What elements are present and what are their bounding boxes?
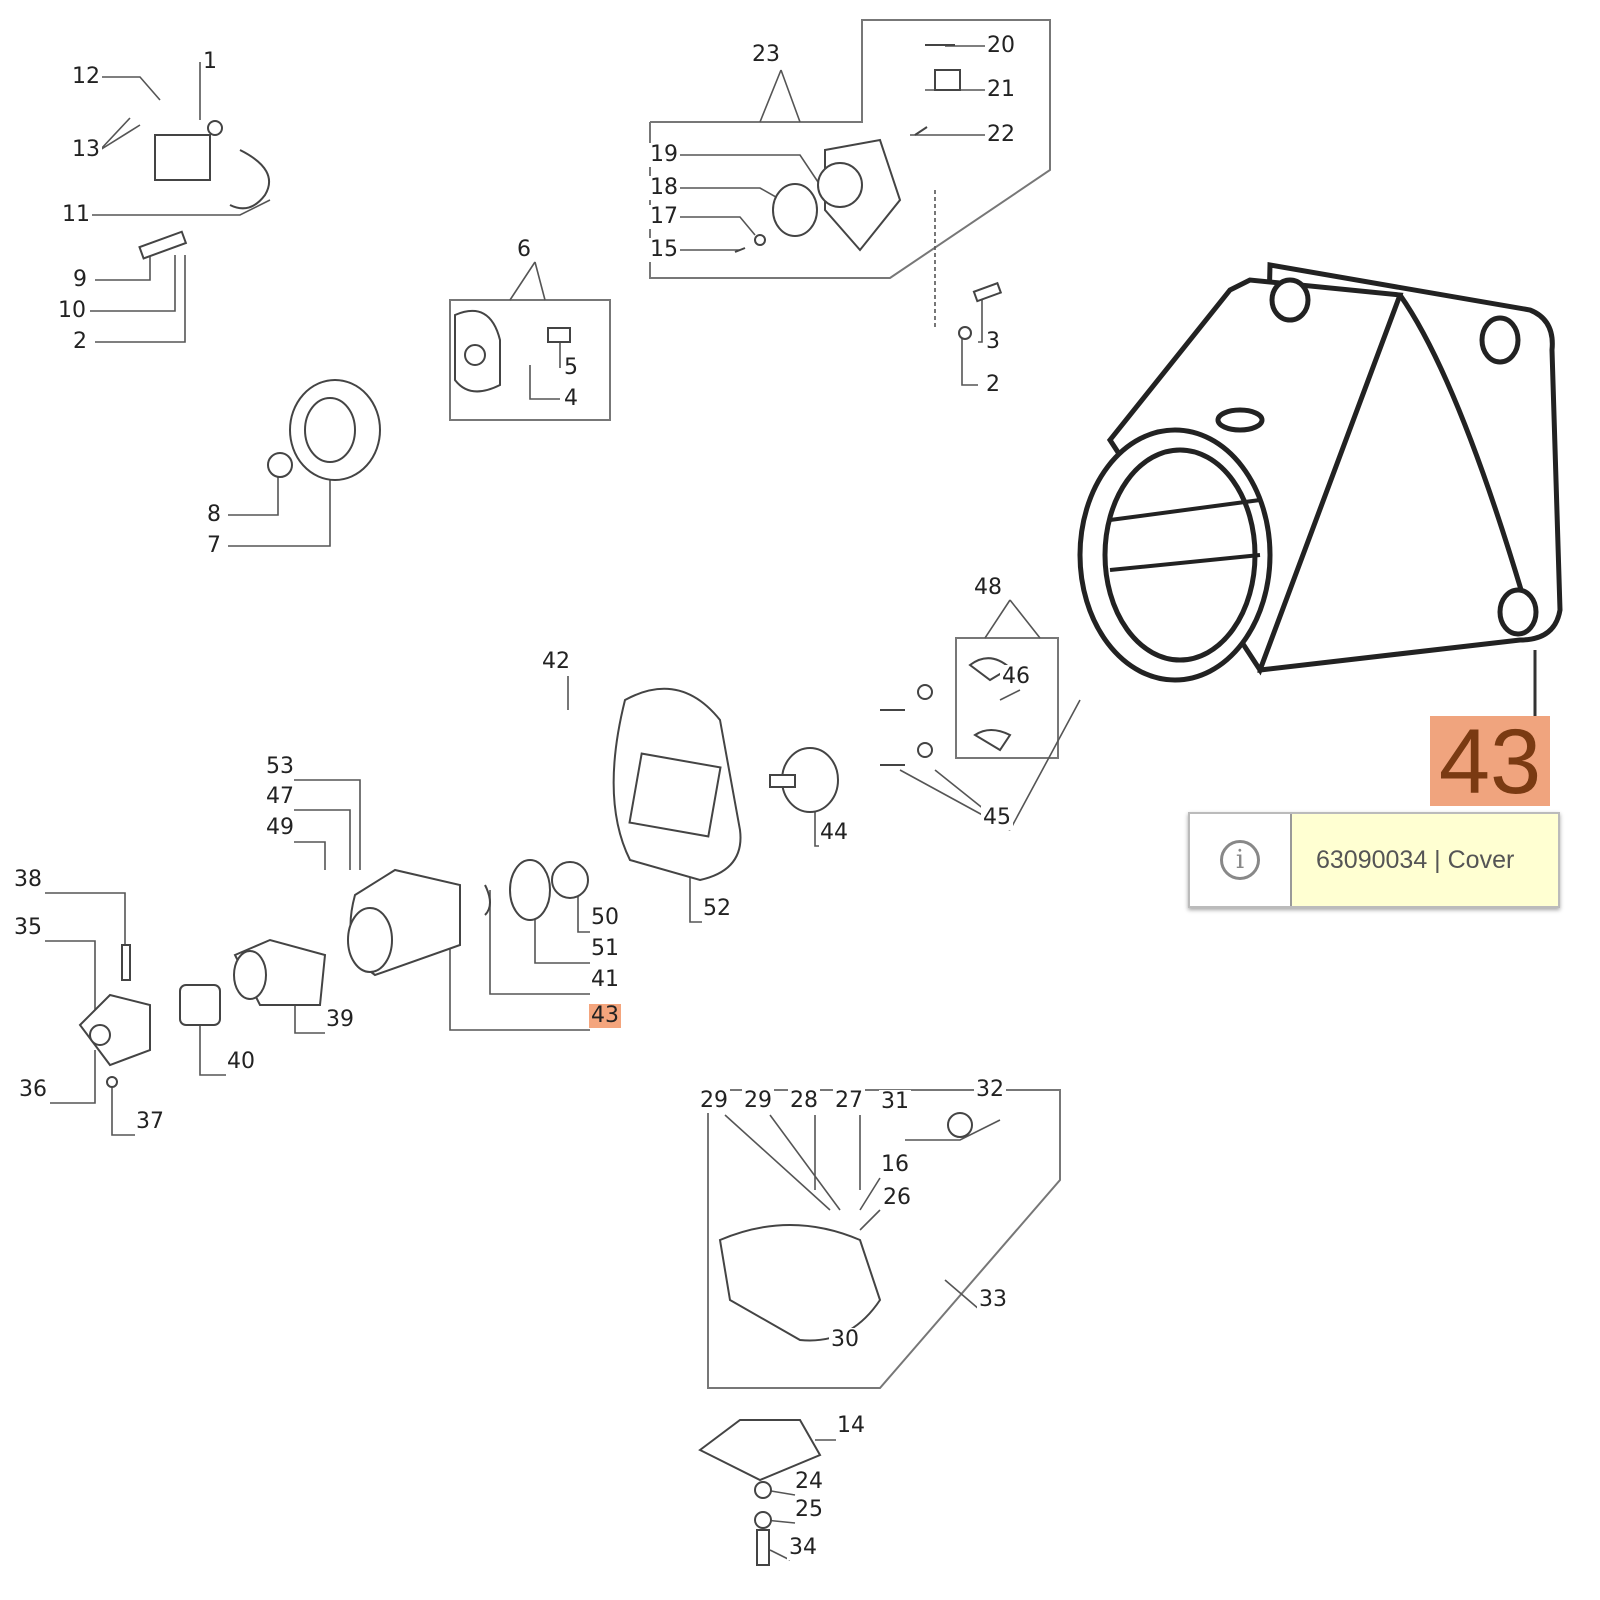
callout-label-39[interactable]: 39: [324, 1007, 356, 1032]
callout-label-27[interactable]: 27: [833, 1088, 865, 1113]
callout-label-52[interactable]: 52: [701, 896, 733, 921]
callout-label-4[interactable]: 4: [562, 386, 580, 411]
group-box-6: [449, 299, 611, 421]
info-cell: i: [1190, 814, 1292, 906]
callout-label-21[interactable]: 21: [985, 77, 1017, 102]
callout-label-8[interactable]: 8: [205, 502, 223, 527]
group-box-48: [955, 637, 1059, 759]
callout-label-32[interactable]: 32: [974, 1077, 1006, 1102]
callout-label-47[interactable]: 47: [264, 784, 296, 809]
group-box-23: [649, 19, 1051, 279]
callout-label-50[interactable]: 50: [589, 905, 621, 930]
callout-label-7[interactable]: 7: [205, 533, 223, 558]
callout-label-13[interactable]: 13: [70, 137, 102, 162]
callout-label-45[interactable]: 45: [981, 805, 1013, 830]
callout-label-53[interactable]: 53: [264, 754, 296, 779]
callout-label-23[interactable]: 23: [750, 42, 782, 67]
callout-label-35[interactable]: 35: [12, 915, 44, 940]
part-info-text: 63090034 | Cover: [1292, 814, 1558, 906]
callout-label-20[interactable]: 20: [985, 33, 1017, 58]
callout-label-26[interactable]: 26: [881, 1185, 913, 1210]
callout-label-37[interactable]: 37: [134, 1109, 166, 1134]
callout-label-34[interactable]: 34: [787, 1535, 819, 1560]
callout-label-40[interactable]: 40: [225, 1049, 257, 1074]
info-icon[interactable]: i: [1220, 840, 1260, 880]
callout-label-49[interactable]: 49: [264, 815, 296, 840]
callout-label-31[interactable]: 31: [879, 1089, 911, 1114]
part-info-popup: i 63090034 | Cover: [1188, 812, 1560, 908]
callout-label-29[interactable]: 29: [742, 1088, 774, 1113]
callout-label-17[interactable]: 17: [648, 204, 680, 229]
callout-label-38[interactable]: 38: [12, 867, 44, 892]
callout-label-11[interactable]: 11: [60, 202, 92, 227]
callout-label-28[interactable]: 28: [788, 1088, 820, 1113]
callout-label-33[interactable]: 33: [977, 1287, 1009, 1312]
callout-label-43[interactable]: 43: [589, 1003, 621, 1028]
callout-label-36[interactable]: 36: [17, 1077, 49, 1102]
part-ignition-coil: [154, 134, 211, 181]
callout-label-2[interactable]: 2: [71, 329, 89, 354]
callout-label-3[interactable]: 3: [984, 329, 1002, 354]
callout-label-51[interactable]: 51: [589, 936, 621, 961]
callout-label-19[interactable]: 19: [648, 142, 680, 167]
callout-label-41[interactable]: 41: [589, 967, 621, 992]
callout-label-14[interactable]: 14: [835, 1413, 867, 1438]
callout-label-6[interactable]: 6: [515, 237, 533, 262]
selected-part-number-badge[interactable]: 43: [1430, 716, 1550, 808]
callout-label-30[interactable]: 30: [829, 1327, 861, 1352]
callout-label-5[interactable]: 5: [562, 355, 580, 380]
callout-label-48[interactable]: 48: [972, 575, 1004, 600]
part-base-plate: [698, 1419, 822, 1482]
part-43-cover-enlarged: [1077, 262, 1563, 683]
callout-label-18[interactable]: 18: [648, 175, 680, 200]
callout-label-42[interactable]: 42: [540, 649, 572, 674]
callout-label-12[interactable]: 12: [70, 64, 102, 89]
callout-label-22[interactable]: 22: [985, 122, 1017, 147]
callout-label-44[interactable]: 44: [818, 820, 850, 845]
callout-label-2[interactable]: 2: [984, 372, 1002, 397]
callout-label-1[interactable]: 1: [201, 49, 219, 74]
callout-label-29[interactable]: 29: [698, 1088, 730, 1113]
callout-label-46[interactable]: 46: [1000, 664, 1032, 689]
callout-label-16[interactable]: 16: [879, 1152, 911, 1177]
part-fuel-tank: [718, 1224, 882, 1342]
callout-label-9[interactable]: 9: [71, 267, 89, 292]
callout-label-15[interactable]: 15: [648, 237, 680, 262]
callout-label-25[interactable]: 25: [793, 1497, 825, 1522]
callout-label-24[interactable]: 24: [793, 1469, 825, 1494]
callout-label-10[interactable]: 10: [56, 298, 88, 323]
